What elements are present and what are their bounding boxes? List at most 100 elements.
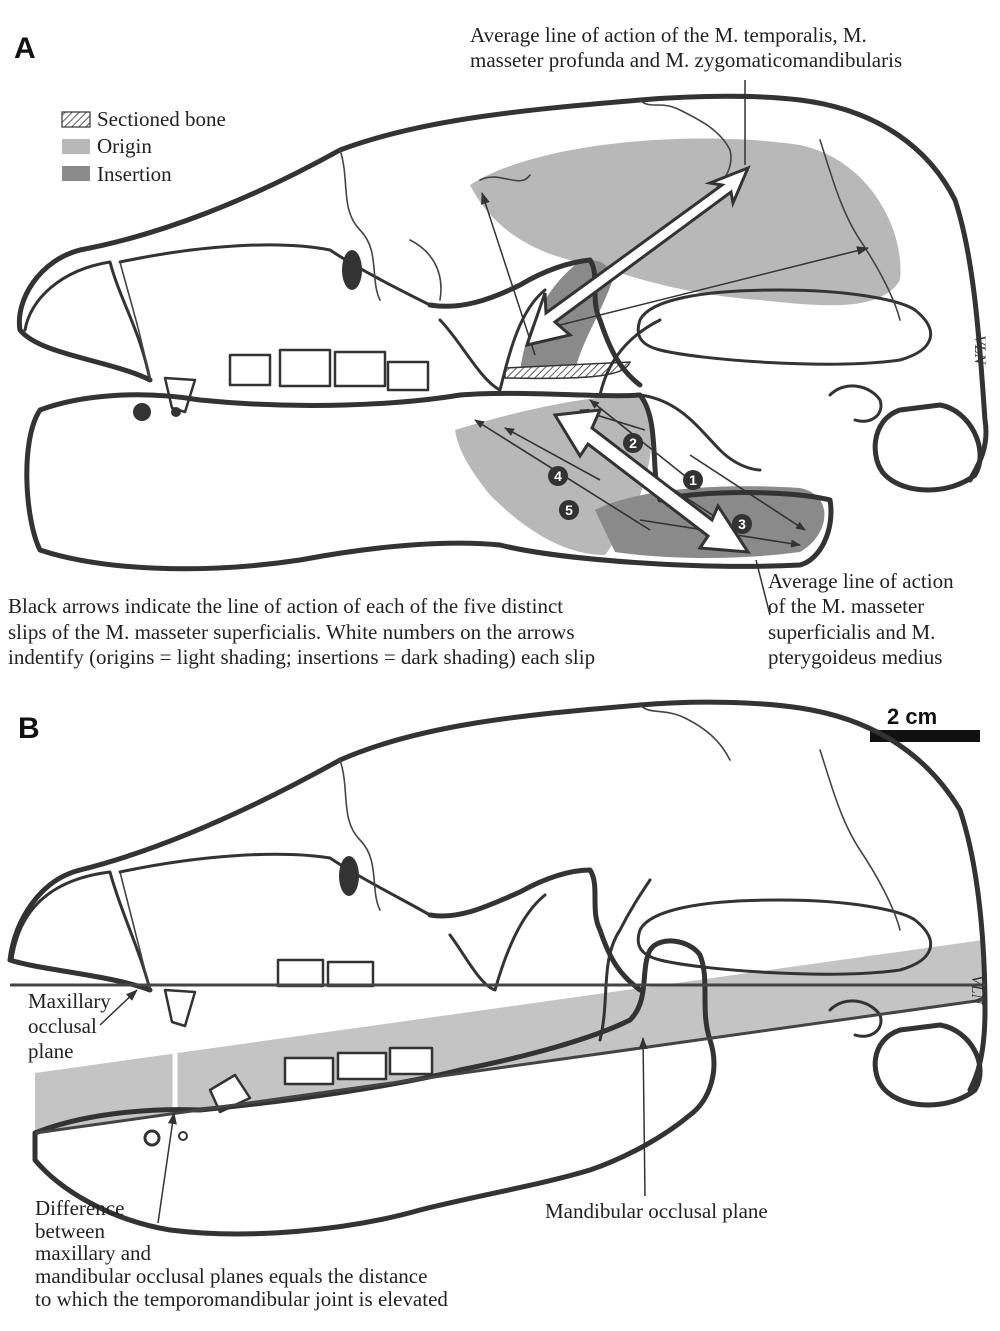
upper-molar-1-b [276, 958, 325, 988]
slip-arrow-4 [504, 427, 601, 481]
leader-line-right [755, 559, 771, 616]
maxilla-upper-b [118, 852, 432, 917]
legend-swatch-insertion [62, 166, 90, 181]
leader-maxillary [99, 989, 138, 1026]
upper-molar-1-a [278, 348, 332, 388]
premaxilla-b [10, 870, 152, 992]
legend: Sectioned bone Origin Insertion [61, 107, 226, 186]
lower-premolar-b [208, 1073, 252, 1114]
label-maxillary-line1: Maxillary [28, 989, 111, 1013]
temporalis-thin-arrow-1 [481, 192, 536, 356]
caption-line3: indentify (origins = light shading; inse… [8, 645, 595, 669]
panel-label-b: B [18, 712, 40, 745]
mental-foramen-small-b [178, 1131, 188, 1141]
annotation-right-line2: of the M. masseter [768, 594, 924, 618]
suture-occipital [819, 139, 901, 321]
caption-line2: slips of the M. masseter superficialis. … [8, 620, 575, 644]
cranium-outline-b [7, 699, 988, 1093]
svg-text:3: 3 [738, 516, 746, 532]
legend-label-origin: Origin [97, 134, 152, 158]
label-difference-line5: to which the temporomandibular joint is … [35, 1287, 448, 1311]
coronoid-process-a [598, 318, 662, 397]
scale-bar-label: 2 cm [887, 704, 937, 729]
label-difference-line1: Difference [35, 1196, 124, 1220]
sectioned-bone-zygomatic-arch [504, 361, 632, 380]
suture-occipital-b [819, 749, 901, 931]
auditory-bulla [872, 402, 983, 493]
slip-arrow-1b [689, 454, 806, 531]
slip-arrow-1 [589, 399, 701, 489]
condyle-a [638, 393, 762, 472]
premaxilla [23, 260, 152, 382]
leader-difference [157, 1112, 177, 1224]
suture-orbit [409, 239, 442, 301]
suture-premaxilla-b [119, 871, 151, 991]
slip-badge-4: 4 [548, 466, 568, 486]
annotation-top-line2: masseter profunda and M. zygomaticomandi… [470, 48, 902, 72]
mandibular-occlusal-plane-line [34, 998, 984, 1135]
infraorbital-foramen-a [342, 250, 362, 290]
coronoid-process-b [598, 878, 652, 1042]
lower-molar-3-b [388, 1046, 434, 1076]
annotation-right-line1: Average line of action [768, 569, 954, 593]
masseter-average-arrow [552, 408, 751, 554]
suture-parietal-b [639, 704, 731, 761]
panel-a: A Sectioned bone Origin Insertion [8, 23, 989, 669]
leader-mandibular [638, 1037, 648, 1197]
legend-swatch-origin [62, 139, 90, 154]
svg-text:5: 5 [565, 502, 573, 518]
squamosal-process [636, 288, 933, 366]
lower-molar-2-b [336, 1051, 388, 1081]
slip-badge-5: 5 [559, 500, 579, 520]
temporalis-thin-arrow-2 [559, 246, 869, 326]
label-difference-line2: between [35, 1219, 105, 1243]
zygomatic-arch-b [427, 867, 643, 993]
temporalis-average-arrow [524, 165, 751, 348]
suture-frontal [339, 149, 381, 301]
upper-molar-2-a [333, 350, 387, 388]
legend-swatch-sectioned-bone [61, 111, 91, 128]
label-mandibular: Mandibular occlusal plane [545, 1199, 768, 1223]
suture-frontal-b [339, 759, 381, 911]
slip-badge-1: 1 [683, 470, 703, 490]
zygomatic-arch [427, 257, 643, 388]
nasal-edge [18, 246, 92, 332]
artist-signature-a: VLN [971, 335, 988, 366]
auditory-bulla-b [872, 1022, 983, 1108]
legend-label-sectioned-bone: Sectioned bone [97, 107, 226, 131]
external-auditory-meatus [828, 384, 883, 423]
label-maxillary-line2: occlusal [28, 1014, 97, 1038]
slip-badge-2: 2 [623, 433, 643, 453]
jugal [438, 288, 547, 392]
slip-badge-3: 3 [732, 514, 752, 534]
maxilla-upper [118, 243, 432, 307]
mandible-b [32, 938, 717, 1237]
upper-canine-b [163, 988, 197, 1028]
upper-molar-3-a [386, 360, 430, 392]
mandible-a [24, 390, 834, 572]
jugal-b [448, 893, 547, 992]
squamosal-process-b [636, 898, 933, 976]
lower-molar-1-b [283, 1056, 335, 1086]
annotation-right-line4: pterygoideus medius [768, 645, 942, 669]
legend-label-insertion: Insertion [97, 162, 172, 186]
label-difference-line4: mandibular occlusal planes equals the di… [35, 1264, 427, 1288]
suture-premaxilla [119, 261, 151, 381]
suture-temporal [479, 174, 531, 182]
upper-molar-2-b [326, 960, 375, 988]
label-difference-line3: maxillary and [35, 1241, 152, 1265]
artist-signature-b: VLN [968, 975, 985, 1006]
occlusal-plane-band [35, 940, 983, 1133]
panel-label-a: A [14, 32, 36, 65]
mental-foramen-a [133, 403, 151, 421]
caption-line1: Black arrows indicate the line of action… [8, 594, 563, 618]
annotation-right-line3: superficialis and M. [768, 620, 935, 644]
svg-text:4: 4 [554, 468, 562, 484]
mental-foramen-b [143, 1129, 161, 1147]
label-maxillary-line3: plane [28, 1039, 73, 1063]
panel-b: B 2 cm [7, 699, 988, 1311]
annotation-top-line1: Average line of action of the M. tempora… [470, 23, 867, 47]
upper-premolar-a [228, 353, 272, 387]
svg-text:1: 1 [689, 472, 697, 488]
